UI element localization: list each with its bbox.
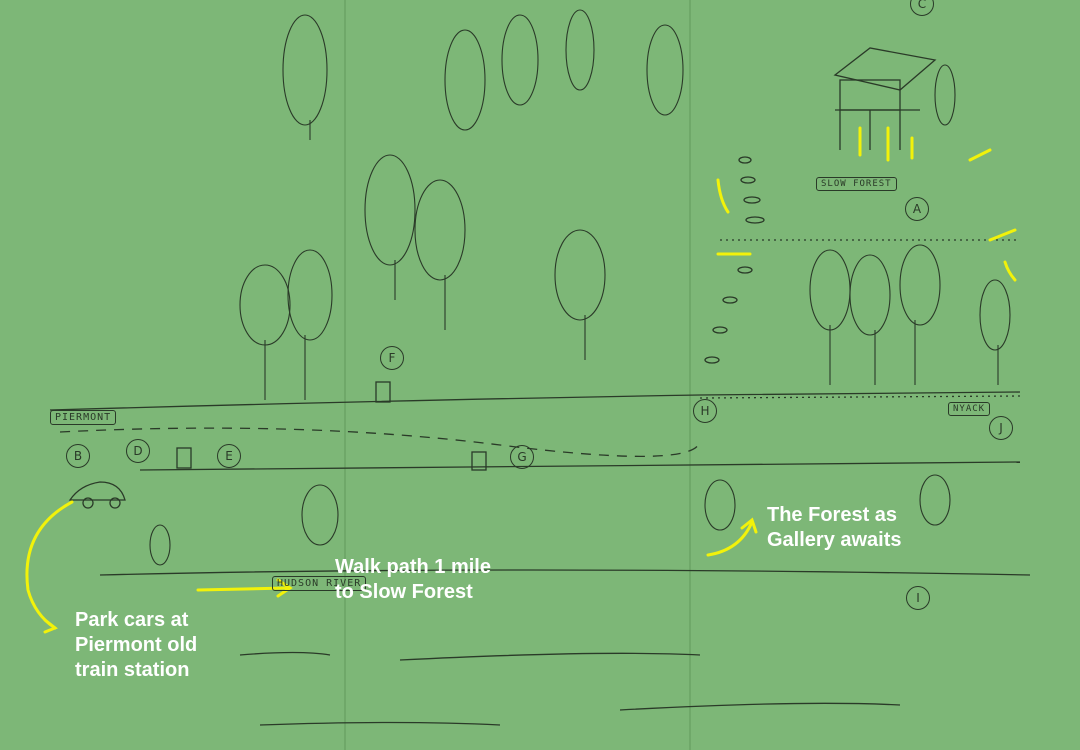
- marker-a: A: [905, 197, 929, 221]
- marker-j: J: [989, 416, 1013, 440]
- annotation-park-cars: Park cars at Piermont old train station: [75, 609, 198, 681]
- river-bank: [99, 569, 1031, 576]
- dashed-path: [59, 427, 701, 458]
- label-piermont: PIERMONT: [50, 410, 117, 425]
- label-slow-forest: SLOW FOREST: [816, 177, 897, 191]
- upper-road: [49, 391, 1021, 411]
- marker-i: I: [906, 586, 930, 610]
- stepping-stones: [704, 156, 765, 364]
- label-nyack: NYACK: [948, 402, 991, 416]
- gates: [176, 381, 487, 471]
- marker-h: H: [693, 399, 717, 423]
- annotation-walk-path: Walk path 1 mile to Slow Forest: [335, 556, 491, 603]
- marker-d: D: [126, 439, 150, 463]
- yellow-annotations: [25, 126, 1017, 634]
- river-waves: [239, 651, 901, 726]
- marker-e: E: [217, 444, 241, 468]
- marker-b: B: [66, 444, 90, 468]
- arrow-park: [25, 500, 74, 630]
- marker-f: F: [380, 346, 404, 370]
- trees: [149, 9, 1011, 566]
- arrow-gallery: [706, 520, 754, 557]
- house-drawing: [833, 47, 937, 150]
- annotation-forest-gallery: The Forest as Gallery awaits: [767, 504, 902, 551]
- lower-road: [139, 461, 1021, 471]
- label-hudson-river: HUDSON RIVER: [272, 576, 367, 591]
- car-drawing: [68, 481, 126, 509]
- marker-g: G: [510, 445, 534, 469]
